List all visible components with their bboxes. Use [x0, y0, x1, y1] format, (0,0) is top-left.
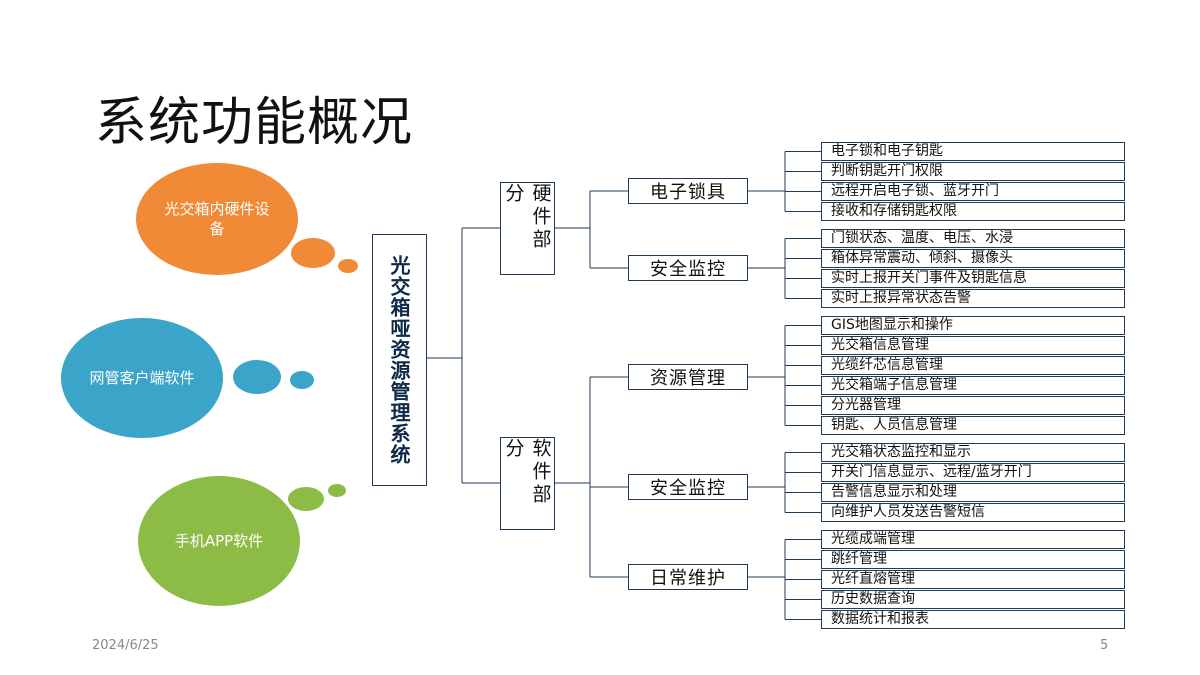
leaf-item: 数据统计和报表	[821, 610, 1125, 629]
page-number: 5	[1100, 638, 1109, 653]
group-electronic-lock-label: 电子锁具	[650, 182, 726, 203]
hardware-dot-large	[291, 238, 335, 268]
leaf-item: 历史数据查询	[821, 590, 1125, 609]
group-hw-security-label: 安全监控	[650, 259, 726, 280]
group-hw-security: 安全监控	[628, 255, 748, 281]
leaf-item: 分光器管理	[821, 396, 1125, 415]
client-bubble: 网管客户端软件	[61, 318, 223, 438]
category-hardware: 硬件部分	[500, 182, 555, 275]
client-dot-large	[233, 360, 281, 394]
leaf-item: 电子锁和电子钥匙	[821, 142, 1125, 161]
leaf-item: 光交箱端子信息管理	[821, 376, 1125, 395]
leaf-item: 开关门信息显示、远程/蓝牙开门	[821, 463, 1125, 482]
leaf-item: 光缆纤芯信息管理	[821, 356, 1125, 375]
root-node-label: 光交箱哑资源管理系统	[387, 255, 411, 465]
leaf-item: 箱体异常震动、倾斜、摄像头	[821, 249, 1125, 268]
leaf-item: 接收和存储钥匙权限	[821, 202, 1125, 221]
leaf-item: 光交箱状态监控和显示	[821, 443, 1125, 462]
leaf-item: 光缆成端管理	[821, 530, 1125, 549]
leaf-item: 实时上报开关门事件及钥匙信息	[821, 269, 1125, 288]
group-maintenance-label: 日常维护	[650, 568, 726, 589]
mobile-dot-small	[328, 484, 346, 497]
root-node: 光交箱哑资源管理系统	[372, 234, 427, 486]
leaf-item: 远程开启电子锁、蓝牙开门	[821, 182, 1125, 201]
leaf-item: 实时上报异常状态告警	[821, 289, 1125, 308]
category-software-label: 软件部分	[502, 438, 552, 507]
client-bubble-label: 网管客户端软件	[89, 369, 195, 387]
leaf-item: 向维护人员发送告警短信	[821, 503, 1125, 522]
slide-date: 2024/6/25	[92, 638, 159, 653]
leaf-item: 光纤直熔管理	[821, 570, 1125, 589]
mobile-bubble: 手机APP软件	[138, 476, 300, 606]
leaf-item: 判断钥匙开门权限	[821, 162, 1125, 181]
leaf-item: 钥匙、人员信息管理	[821, 416, 1125, 435]
category-software: 软件部分	[500, 437, 555, 530]
category-hardware-label: 硬件部分	[502, 183, 552, 252]
leaf-item: 告警信息显示和处理	[821, 483, 1125, 502]
mobile-dot-large	[288, 487, 324, 511]
group-sw-security-label: 安全监控	[650, 478, 726, 499]
leaf-item: 光交箱信息管理	[821, 336, 1125, 355]
group-maintenance: 日常维护	[628, 564, 748, 590]
slide-title: 系统功能概况	[95, 93, 414, 153]
leaf-item: 门锁状态、温度、电压、水浸	[821, 229, 1125, 248]
group-resource: 资源管理	[628, 364, 748, 390]
hardware-bubble: 光交箱内硬件设备	[136, 163, 298, 275]
hardware-dot-small	[338, 259, 358, 273]
client-dot-small	[290, 371, 314, 389]
group-resource-label: 资源管理	[650, 368, 726, 389]
group-electronic-lock: 电子锁具	[628, 178, 748, 204]
leaf-item: 跳纤管理	[821, 550, 1125, 569]
mobile-bubble-label: 手机APP软件	[174, 532, 264, 550]
group-sw-security: 安全监控	[628, 474, 748, 500]
leaf-item: GIS地图显示和操作	[821, 316, 1125, 335]
hardware-bubble-label: 光交箱内硬件设备	[164, 200, 270, 238]
